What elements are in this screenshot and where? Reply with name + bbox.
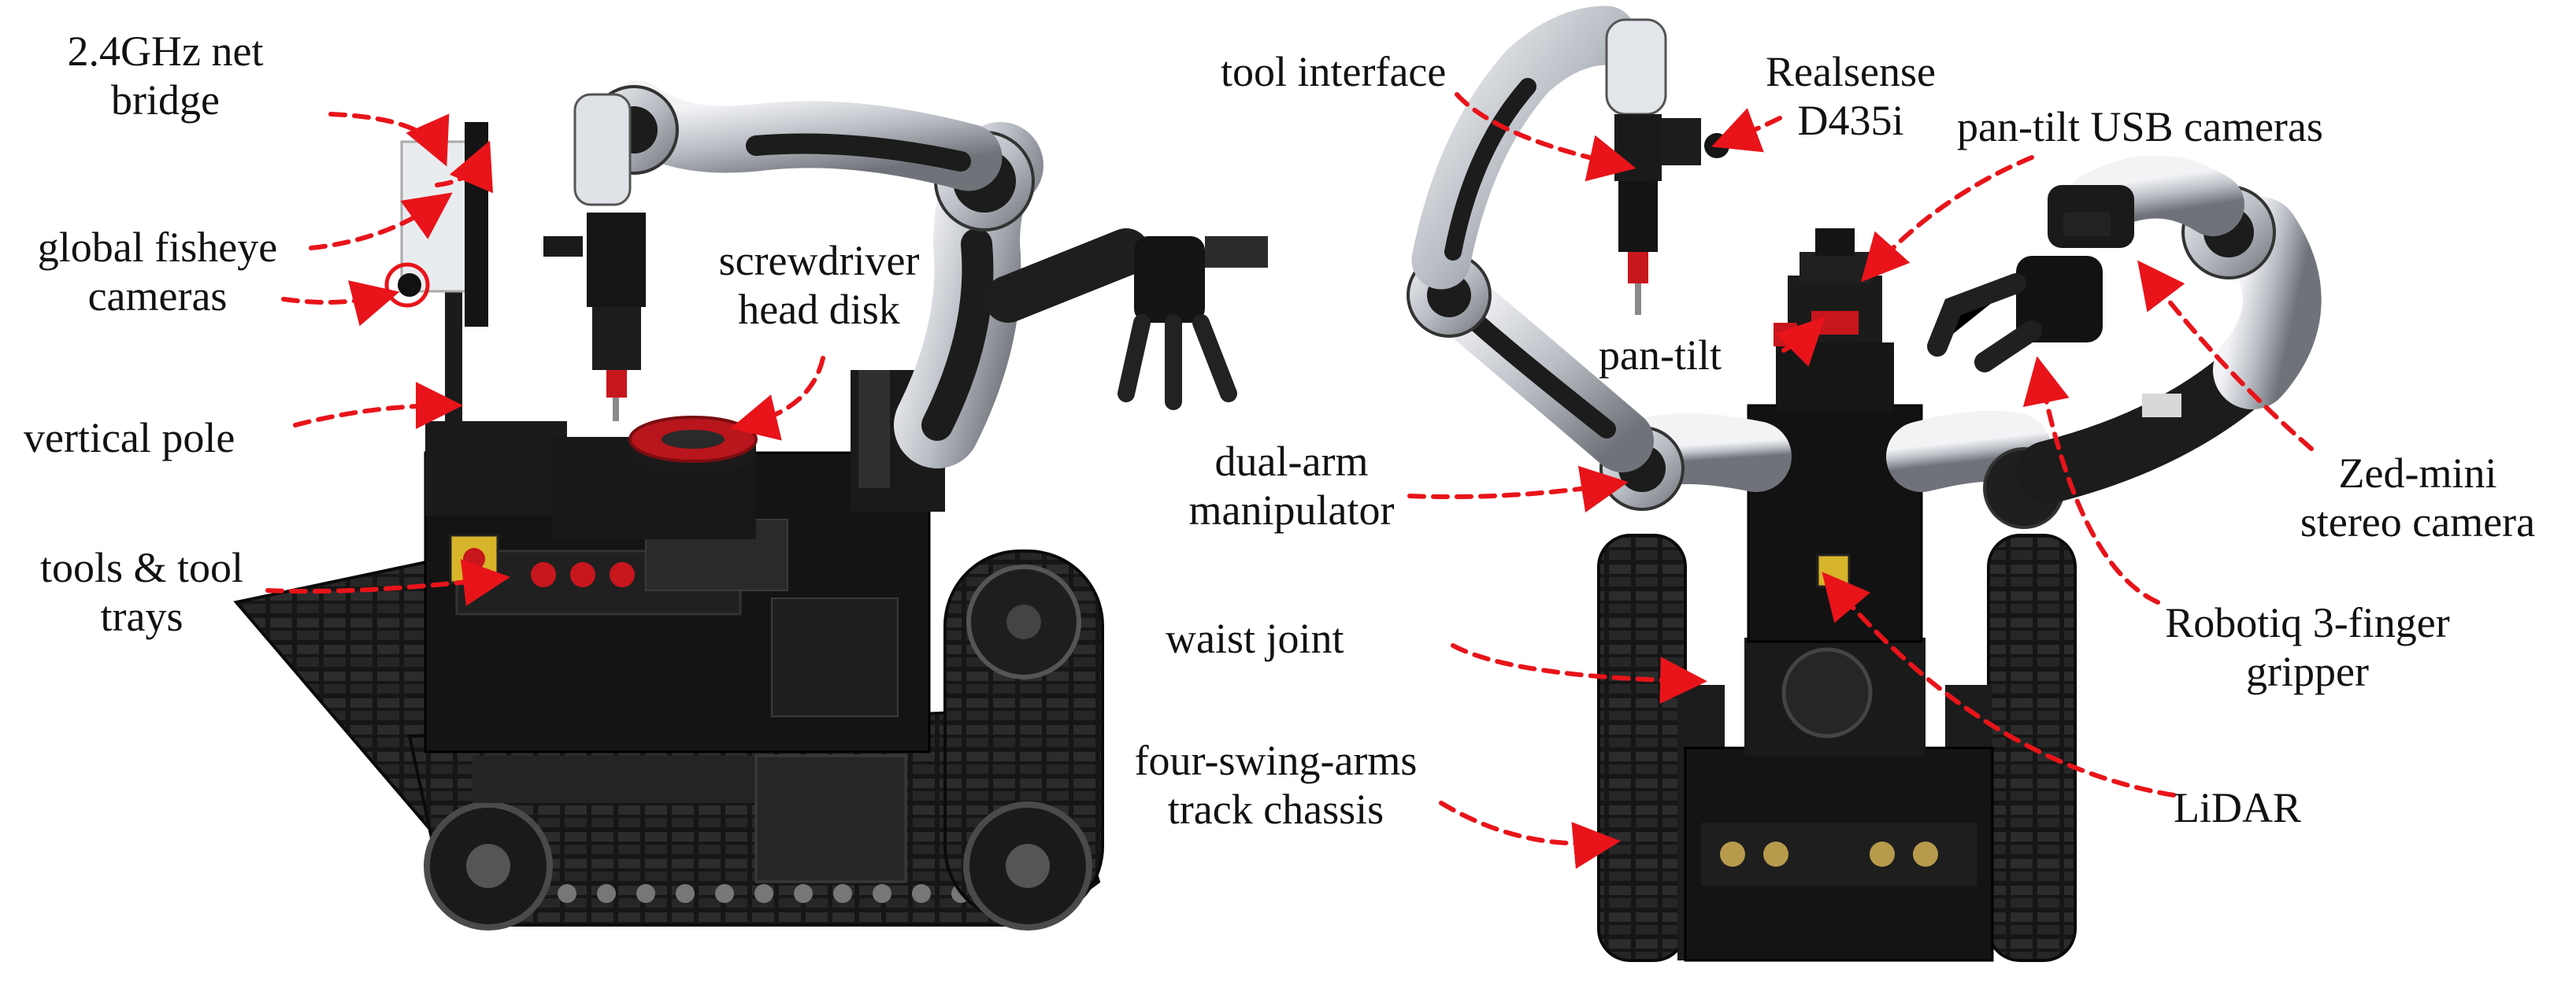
right-pan-tilt-head bbox=[1774, 228, 1882, 346]
label-tools-trays-line1: tools & tool bbox=[39, 544, 244, 591]
label-chassis-line1: four-swing-arms bbox=[1134, 737, 1418, 784]
leader-realsense bbox=[1711, 108, 1782, 153]
label-screwdriver-disk-line2: head disk bbox=[738, 286, 900, 333]
label-waist-joint: waist joint bbox=[1166, 614, 1344, 663]
label-tools-trays: tools & tool trays bbox=[16, 543, 268, 641]
label-chassis: four-swing-arms track chassis bbox=[1118, 736, 1433, 834]
label-dual-arm-line1: dual-arm bbox=[1214, 438, 1369, 485]
label-lidar: LiDAR bbox=[2174, 783, 2301, 832]
label-tool-interface-line1: tool interface bbox=[1221, 48, 1447, 95]
left-screwdriver-disk bbox=[628, 416, 758, 475]
label-zed-mini: Zed-mini stereo camera bbox=[2268, 449, 2567, 546]
leader-net-bridge bbox=[328, 112, 450, 167]
leader-fisheye-1 bbox=[309, 192, 453, 250]
label-chassis-line2: track chassis bbox=[1167, 786, 1384, 833]
label-realsense: Realsense D435i bbox=[1733, 47, 1969, 145]
label-net-bridge: 2.4GHz net bridge bbox=[32, 27, 299, 124]
label-pan-tilt-usb: pan-tilt USB cameras bbox=[1957, 102, 2323, 151]
leader-tool-interface bbox=[1455, 92, 1636, 182]
leader-robotiq bbox=[2022, 356, 2160, 605]
leader-pan-tilt bbox=[1775, 316, 1825, 367]
label-pan-tilt-usb-line1: pan-tilt USB cameras bbox=[1957, 103, 2323, 150]
label-dual-arm: dual-arm manipulator bbox=[1166, 437, 1418, 535]
label-robotiq-line2: gripper bbox=[2246, 648, 2369, 695]
label-tools-trays-line2: trays bbox=[100, 593, 183, 640]
right-waist bbox=[1744, 638, 1926, 756]
fisheye-highlight-circle bbox=[384, 262, 430, 308]
leader-net-bridge-2 bbox=[435, 140, 494, 194]
label-pan-tilt-line1: pan-tilt bbox=[1599, 331, 1722, 379]
label-fisheye-line1: global fisheye bbox=[37, 224, 278, 271]
left-wheels bbox=[424, 801, 1092, 931]
label-fisheye-line2: cameras bbox=[87, 272, 228, 320]
label-net-bridge-line2: bridge bbox=[111, 76, 220, 124]
label-net-bridge-line1: 2.4GHz net bbox=[67, 28, 264, 75]
leader-pan-tilt-usb bbox=[1860, 155, 2034, 283]
label-vertical-pole: vertical pole bbox=[24, 413, 235, 462]
label-lidar-line1: LiDAR bbox=[2174, 784, 2301, 831]
left-robot bbox=[233, 80, 1268, 931]
label-dual-arm-line2: manipulator bbox=[1188, 487, 1395, 534]
leader-zed-mini bbox=[2137, 260, 2314, 451]
label-waist-joint-line1: waist joint bbox=[1166, 615, 1344, 662]
leader-tools-trays bbox=[265, 559, 510, 606]
left-gripper-arm bbox=[984, 228, 1268, 410]
left-arm bbox=[543, 80, 1043, 468]
label-robotiq-line1: Robotiq 3-finger bbox=[2165, 599, 2450, 646]
left-vertical-pole bbox=[398, 122, 488, 449]
label-tool-interface: tool interface bbox=[1221, 47, 1446, 96]
label-realsense-line2: D435i bbox=[1797, 97, 1904, 144]
right-robot-left-arm bbox=[1407, 6, 1792, 511]
label-pan-tilt: pan-tilt bbox=[1599, 331, 1722, 379]
leader-vertical-pole bbox=[293, 382, 463, 430]
leader-dual-arm bbox=[1407, 465, 1629, 513]
right-robot bbox=[1407, 6, 2322, 962]
leader-lidar bbox=[1822, 572, 2176, 797]
annotation-leaders bbox=[265, 92, 2314, 869]
leader-chassis bbox=[1439, 801, 1621, 869]
leader-screwdriver-disk bbox=[730, 356, 825, 441]
right-robot-right-arm bbox=[1886, 155, 2322, 529]
label-realsense-line1: Realsense bbox=[1766, 48, 1936, 95]
label-zed-mini-line2: stereo camera bbox=[2300, 498, 2536, 546]
label-fisheye: global fisheye cameras bbox=[0, 223, 315, 320]
label-zed-mini-line1: Zed-mini bbox=[2338, 450, 2497, 497]
label-vertical-pole-line1: vertical pole bbox=[24, 414, 235, 461]
leader-fisheye-2 bbox=[281, 280, 400, 327]
leader-waist-joint bbox=[1451, 643, 1707, 705]
right-torso bbox=[1747, 342, 1923, 643]
label-screwdriver-disk-line1: screwdriver bbox=[718, 237, 920, 284]
label-screwdriver-disk: screwdriver head disk bbox=[693, 236, 945, 334]
right-chassis bbox=[1684, 746, 1994, 962]
label-robotiq: Robotiq 3-finger gripper bbox=[2158, 598, 2457, 696]
